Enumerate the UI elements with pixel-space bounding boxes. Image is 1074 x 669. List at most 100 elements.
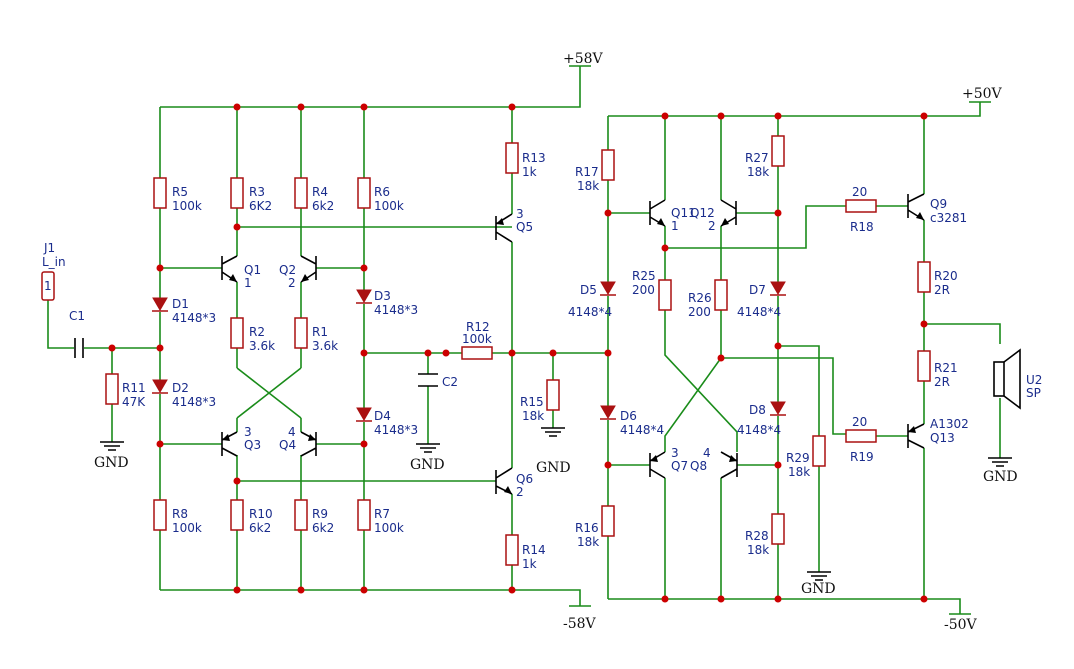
label-R1: R1	[312, 325, 328, 339]
connector-pin-label: 1	[44, 279, 52, 293]
ground-icon	[807, 571, 831, 581]
label-R6: R6	[374, 185, 390, 199]
label-Q7: Q7	[671, 459, 688, 473]
value-R3: 6K2	[249, 199, 272, 213]
gnd-label: GND	[536, 460, 571, 476]
resistor-R16	[601, 505, 615, 537]
value-D2: 4148*3	[172, 395, 216, 409]
resistor-R14	[505, 534, 519, 566]
label-R15: R15	[520, 395, 544, 409]
transistor-Q6	[495, 467, 513, 495]
transistors	[221, 193, 925, 495]
label-R25: R25	[632, 269, 656, 283]
value-Q5: 3	[516, 207, 524, 221]
transistor-Q2	[300, 255, 317, 283]
label-Q11: Q11	[671, 206, 696, 220]
resistors	[105, 135, 931, 566]
supply-pos58: +58V	[563, 51, 604, 67]
resistor-R10	[230, 499, 244, 531]
label-R21: R21	[934, 361, 958, 375]
diode-D8	[770, 401, 786, 416]
label-D1: D1	[172, 297, 189, 311]
value-D6: 4148*4	[620, 423, 664, 437]
ground-icon	[541, 427, 565, 437]
resistor-R8	[153, 499, 167, 531]
resistor-R20	[917, 261, 931, 293]
resistor-R17	[601, 149, 615, 181]
speaker-U2	[993, 348, 1021, 410]
label-R13: R13	[522, 151, 546, 165]
value-R19: 20	[852, 415, 867, 429]
value-Q11: 1	[671, 219, 679, 233]
ground-symbols	[100, 427, 1012, 581]
diode-D5	[600, 281, 616, 296]
component-labels: J1 L_in U2 SP C1 C2 R5 100k R3 6K2 R4 6k…	[42, 151, 1042, 571]
value-R5: 100k	[172, 199, 202, 213]
diode-D7	[770, 281, 786, 296]
label-Q13: Q13	[930, 431, 955, 445]
capacitor-C2	[418, 373, 438, 387]
label-R11: R11	[122, 381, 146, 395]
diode-D6	[600, 405, 616, 420]
value-R15: 18k	[522, 409, 544, 423]
resistor-R18	[845, 199, 877, 213]
resistor-R11	[105, 373, 119, 405]
label-D6: D6	[620, 409, 637, 423]
label-Q5: Q5	[516, 220, 533, 234]
label-D8: D8	[749, 403, 766, 417]
value-R10: 6k2	[249, 521, 271, 535]
label-Q1: Q1	[244, 263, 261, 277]
label-R12: R12	[466, 320, 490, 334]
resistor-R15	[546, 379, 560, 411]
label-Q4: Q4	[279, 438, 296, 452]
value-D5: 4148*4	[568, 305, 612, 319]
value-R27: 18k	[747, 165, 769, 179]
value-Q3: 3	[244, 425, 252, 439]
label-R20: R20	[934, 269, 958, 283]
value-D8: 4148*4	[737, 423, 781, 437]
resistor-R7	[357, 499, 371, 531]
resistor-R2	[230, 317, 244, 349]
label-Q3: Q3	[244, 438, 261, 452]
value-R16: 18k	[577, 535, 599, 549]
supply-neg58: -58V	[563, 616, 597, 632]
label-R16: R16	[575, 521, 599, 535]
label-R5: R5	[172, 185, 188, 199]
value-D3: 4148*3	[374, 303, 418, 317]
label-D3: D3	[374, 289, 391, 303]
value-Q6: 2	[516, 485, 524, 499]
value-D4: 4148*3	[374, 423, 418, 437]
transistor-Q5	[495, 213, 513, 243]
label-R26: R26	[688, 291, 712, 305]
transistor-Q7	[649, 451, 666, 479]
label-R9: R9	[312, 507, 328, 521]
label-Q12: Q12	[690, 206, 715, 220]
label-J1: J1	[43, 241, 55, 255]
resistor-R25	[658, 279, 672, 311]
resistor-R28	[771, 513, 785, 545]
label-R29: R29	[786, 451, 810, 465]
label-R27: R27	[745, 151, 769, 165]
transistor-Q4	[300, 431, 317, 457]
label-C2: C2	[442, 375, 458, 389]
resistor-R1	[294, 317, 308, 349]
value-Q7: 3	[671, 446, 679, 460]
value-Q9: c3281	[930, 211, 967, 225]
value-U2: SP	[1026, 386, 1041, 400]
value-Q4: 4	[288, 425, 296, 439]
label-R28: R28	[745, 529, 769, 543]
label-R8: R8	[172, 507, 188, 521]
value-R4: 6k2	[312, 199, 334, 213]
ground-icon	[988, 457, 1012, 467]
label-Q8: Q8	[690, 459, 707, 473]
label-R10: R10	[249, 507, 273, 521]
value-D7: 4148*4	[737, 305, 781, 319]
resistor-R5	[153, 177, 167, 209]
diode-D3	[356, 289, 372, 304]
value-Q2: 2	[288, 276, 296, 290]
label-R19: R19	[850, 450, 874, 464]
resistor-R29	[812, 435, 826, 467]
resistor-R3	[230, 177, 244, 209]
value-R25: 200	[632, 283, 655, 297]
value-R21: 2R	[934, 375, 950, 389]
